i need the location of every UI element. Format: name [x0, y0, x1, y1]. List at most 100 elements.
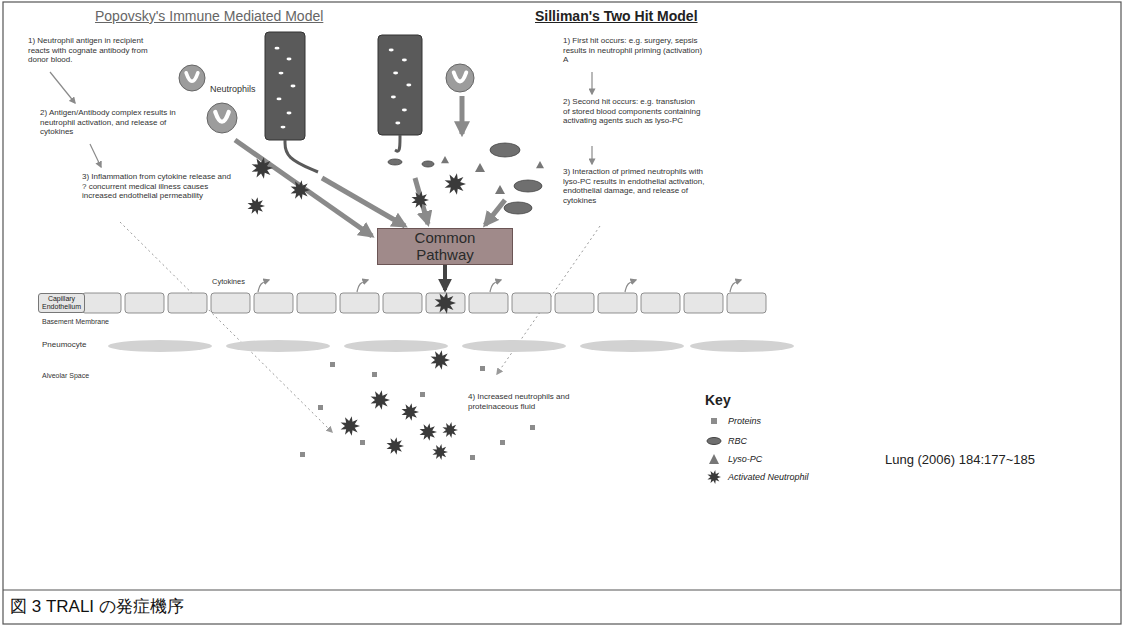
- node-text: Capillary Endothelium: [42, 295, 81, 310]
- bag-dot: [287, 58, 292, 61]
- step-text: 3) Inflammation from cytokine release an…: [82, 172, 232, 201]
- legend-item: Activated Neutrophil: [706, 470, 809, 484]
- blood-bag: [378, 35, 422, 135]
- bag-dot: [395, 122, 400, 125]
- endothelial-cell: [469, 293, 508, 313]
- neutrophil-icon: [446, 64, 474, 92]
- legend-item: Lyso-PC: [706, 452, 762, 466]
- pneumocyte-cell: [462, 340, 566, 352]
- bag-dot: [287, 112, 292, 115]
- activated-neutrophil: [707, 470, 721, 484]
- bag-tube: [285, 140, 318, 172]
- activated-neutrophil: [412, 191, 429, 209]
- pneumocyte-cell: [690, 340, 794, 352]
- rbc-cell: [514, 180, 542, 192]
- endothelial-cell: [512, 293, 551, 313]
- figure-caption: 図 3 TRALI の発症機序: [10, 597, 184, 617]
- part-label: Basement Membrane: [42, 318, 132, 326]
- cytokine-arrow: [625, 280, 636, 292]
- cytokine-arrow: [730, 280, 741, 292]
- endothelial-cell: [598, 293, 637, 313]
- cytokine-arrow: [258, 280, 269, 292]
- model-heading: Popovsky's Immune Mediated Model: [95, 8, 355, 25]
- protein-dot: [530, 425, 535, 430]
- leader-arrow: [120, 222, 332, 432]
- lyso-pc: [475, 163, 485, 172]
- neutrophil-icon: [207, 103, 237, 133]
- legend-text: Activated Neutrophil: [728, 472, 809, 482]
- activated-neutrophil: [341, 416, 360, 436]
- legend-text: RBC: [728, 436, 747, 446]
- legend-symbol: [706, 434, 722, 448]
- part-label: Pneumocyte: [42, 340, 102, 350]
- cytokine-arrow: [357, 280, 368, 292]
- lyso-pc: [536, 161, 544, 168]
- bag-dot: [406, 84, 411, 87]
- model-heading: Silliman's Two Hit Model: [535, 8, 775, 25]
- endothelial-cell: [211, 293, 250, 313]
- rbc-cell: [504, 202, 532, 214]
- legend-text: Lyso-PC: [728, 454, 762, 464]
- activated-neutrophil: [432, 444, 448, 460]
- protein-dot: [480, 366, 485, 371]
- flow-arrow: [443, 263, 447, 290]
- endothelial-cell: [555, 293, 594, 313]
- flow-arrow: [235, 140, 372, 236]
- lyso-pc: [495, 185, 505, 194]
- endothelial-cell: [426, 293, 465, 313]
- flow-arrow: [485, 200, 505, 225]
- legend-title: Key: [705, 392, 765, 409]
- pathway-box: Common Pathway: [377, 228, 513, 265]
- citation: Lung (2006) 184:177~185: [885, 452, 1085, 468]
- bag-dot: [391, 96, 396, 99]
- node-text: Common Pathway: [415, 230, 476, 263]
- neutrophil-nucleus: [454, 72, 467, 81]
- lyso-pc: [441, 156, 449, 163]
- legend-item: Proteins: [706, 416, 761, 426]
- step-arrow: [50, 72, 75, 103]
- protein-dot: [318, 405, 323, 410]
- bag-tube: [395, 135, 400, 151]
- bag-dot: [281, 126, 286, 129]
- step-text: 4) Increased neutrophils and proteinaceo…: [468, 392, 578, 411]
- activated-neutrophil: [252, 157, 273, 179]
- bag-dot: [277, 98, 282, 101]
- blood-bag: [265, 32, 305, 140]
- cytokine-arrow: [490, 280, 501, 292]
- activated-neutrophil: [442, 422, 458, 438]
- flow-arrow: [460, 96, 465, 134]
- step-arrow: [591, 146, 592, 164]
- activated-neutrophil: [387, 437, 404, 455]
- activated-neutrophil: [445, 173, 466, 195]
- protein-dot: [372, 372, 377, 377]
- step-text: 3) Interaction of primed neutrophils wit…: [563, 167, 713, 205]
- endothelial-cell: [254, 293, 293, 313]
- lyso-pc: [709, 454, 719, 464]
- part-label: Cytokines: [212, 277, 252, 286]
- neutrophil-nucleus: [186, 73, 198, 81]
- activated-neutrophil: [248, 197, 265, 215]
- neutrophil-nucleus: [215, 112, 229, 122]
- endothelial-cell: [641, 293, 680, 313]
- step-text: 2) Antigen/Antibody complex results in n…: [40, 108, 190, 137]
- endothelial-cell: [383, 293, 422, 313]
- legend-symbol: [706, 452, 722, 466]
- pneumocyte-cell: [344, 340, 448, 352]
- caption-rule: [3, 589, 1121, 590]
- endothelial-cell: [297, 293, 336, 313]
- figure-frame: [3, 2, 1121, 624]
- neutrophil-icon: [179, 65, 205, 91]
- legend-item: RBC: [706, 434, 747, 448]
- bag-dot: [291, 85, 296, 88]
- bag-dot: [389, 49, 394, 52]
- protein-dot: [330, 362, 335, 367]
- legend-swatch: [711, 418, 717, 424]
- step-text: 1) First hit occurs: e.g. surgery, sepsi…: [563, 36, 703, 65]
- rbc-cell: [388, 159, 402, 165]
- bag-dot: [275, 47, 280, 50]
- endothelial-cell: [125, 293, 164, 313]
- step-text: 1) Neutrophil antigen in recipient react…: [28, 36, 158, 65]
- flow-arrow: [322, 178, 405, 226]
- pneumocyte-cell: [580, 340, 684, 352]
